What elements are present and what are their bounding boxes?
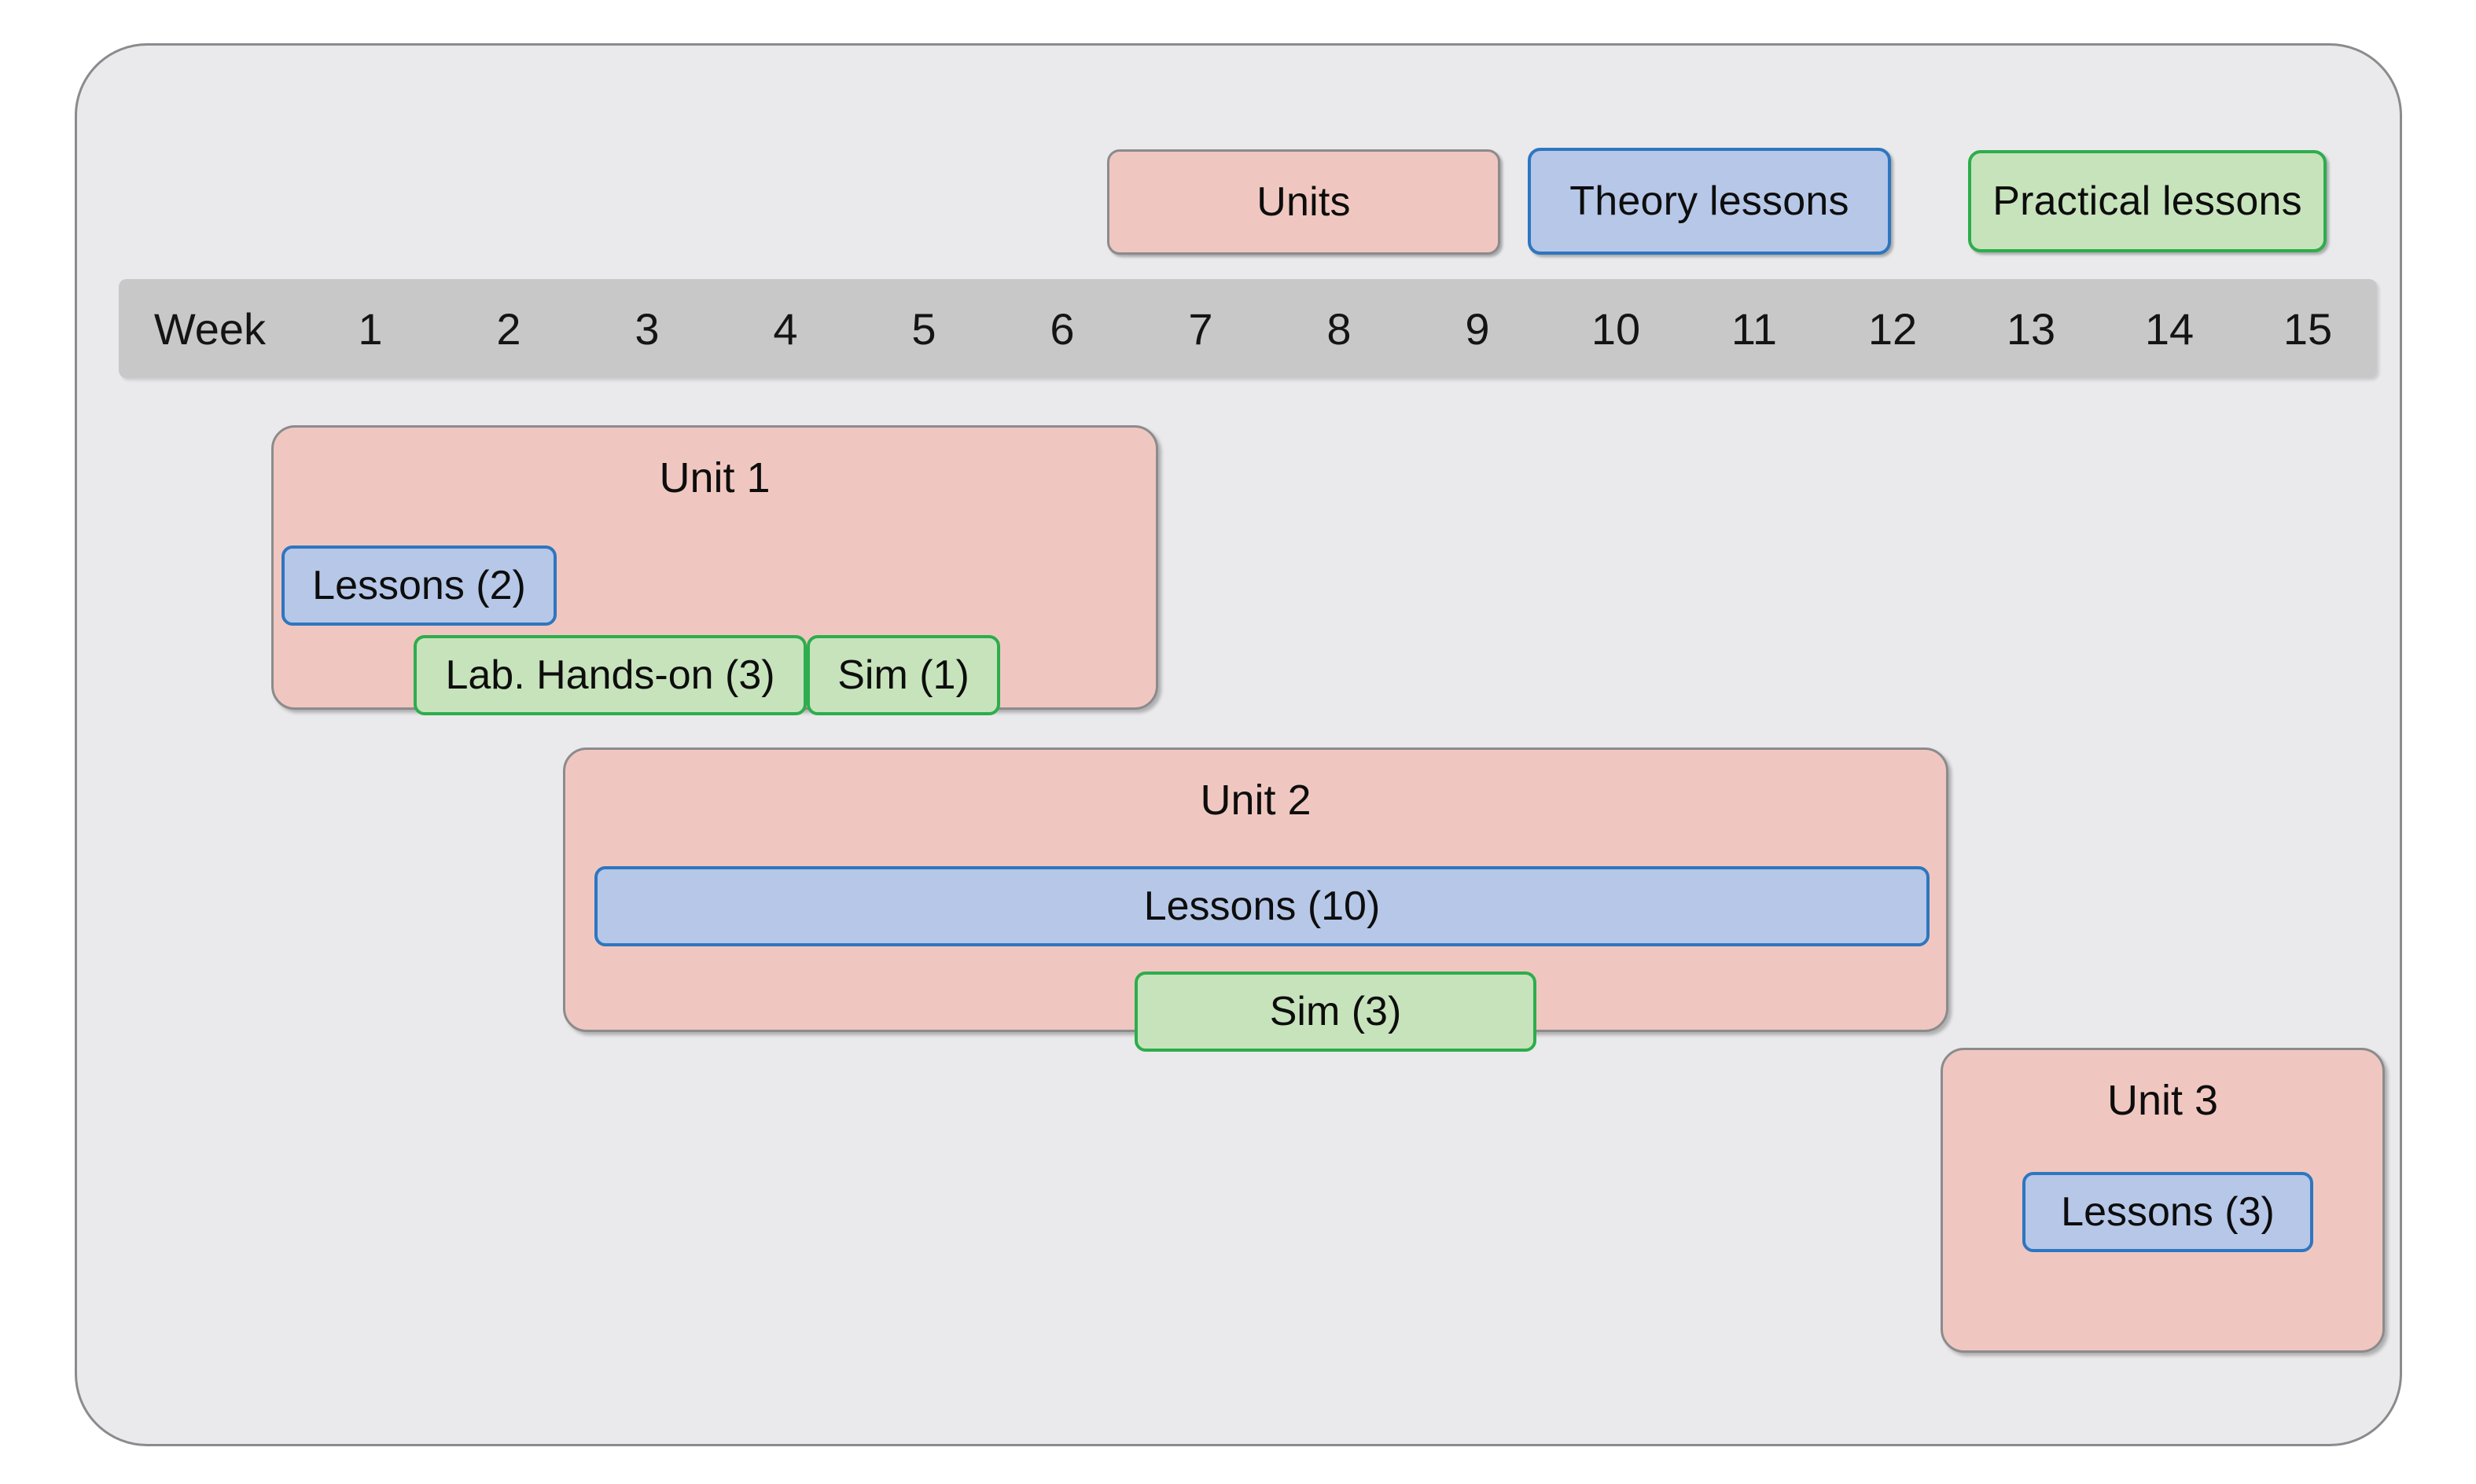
week-tick-14: 14 [2144,303,2195,354]
week-tick-12: 12 [1867,303,1918,354]
task-label-unit1-lessons: Lessons (2) [312,563,526,608]
task-bar-unit3-lessons[interactable]: Lessons (3) [2022,1172,2313,1252]
legend-label-practical-lessons: Practical lessons [1992,178,2302,224]
unit-block-3[interactable]: Unit 3 Lessons (3) [1941,1048,2385,1353]
task-bar-unit1-sim[interactable]: Sim (1) [807,635,1000,715]
week-tick-3: 3 [635,303,660,354]
week-axis-bar: Week 1 2 3 4 5 6 7 8 9 10 11 12 13 14 15 [119,279,2377,378]
week-tick-2: 2 [496,303,521,354]
task-label-unit2-lessons: Lessons (10) [1143,883,1381,929]
week-tick-1: 1 [358,303,383,354]
week-tick-6: 6 [1050,303,1075,354]
week-tick-8: 8 [1326,303,1352,354]
legend-item-theory-lessons[interactable]: Theory lessons [1528,148,1891,255]
week-tick-7: 7 [1188,303,1213,354]
task-bar-unit2-lessons[interactable]: Lessons (10) [594,866,1930,946]
task-bar-unit2-sim[interactable]: Sim (3) [1135,972,1536,1052]
legend-item-units[interactable]: Units [1107,149,1500,255]
unit-title-2: Unit 2 [1200,777,1312,824]
week-tick-5: 5 [911,303,936,354]
legend-label-units: Units [1256,179,1351,225]
curriculum-timeline-panel: Units Theory lessons Practical lessons W… [75,43,2402,1446]
task-label-unit1-lab-hands-on: Lab. Hands-on (3) [445,652,775,698]
task-bar-unit1-lessons[interactable]: Lessons (2) [281,545,557,626]
week-tick-11: 11 [1731,303,1778,354]
unit-block-1[interactable]: Unit 1 Lessons (2) Lab. Hands-on (3) Sim… [271,425,1158,715]
unit-block-2[interactable]: Unit 2 Lessons (10) Sim (3) [563,748,1948,1052]
week-tick-10: 10 [1591,303,1641,354]
week-tick-13: 13 [2006,303,2056,354]
task-bar-unit1-lab-hands-on[interactable]: Lab. Hands-on (3) [414,635,807,715]
week-tick-15: 15 [2283,303,2333,354]
task-label-unit1-sim: Sim (1) [837,652,969,698]
task-label-unit2-sim: Sim (3) [1269,989,1402,1034]
legend-item-practical-lessons[interactable]: Practical lessons [1968,150,2327,252]
unit-title-3: Unit 3 [2106,1077,2219,1124]
week-tick-4: 4 [773,303,798,354]
week-tick-9: 9 [1465,303,1490,354]
task-label-unit3-lessons: Lessons (3) [2061,1189,2275,1235]
unit-title-1: Unit 1 [659,454,771,501]
legend-label-theory-lessons: Theory lessons [1569,178,1849,224]
week-axis-label: Week [153,303,267,354]
